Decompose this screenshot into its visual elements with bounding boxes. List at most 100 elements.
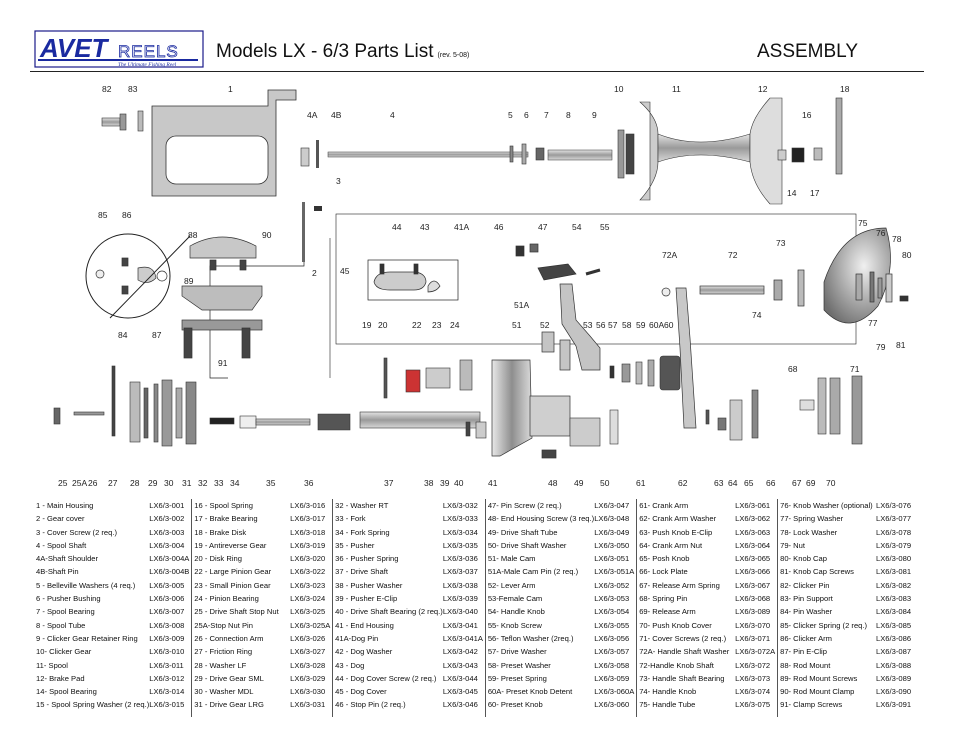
part-code: LX6/3-004: [149, 540, 185, 550]
part-code: LX6/3-040: [442, 607, 478, 617]
callout-number: 81: [896, 340, 906, 350]
part-name: 34 - Fork Spring: [335, 527, 390, 537]
callout-number: 87: [152, 330, 162, 340]
part-code: LX6/3-036: [442, 554, 478, 564]
callout-number: 51: [512, 320, 522, 330]
part-code: LX6/3-027: [290, 647, 326, 657]
part-code: LX6/3-035: [442, 540, 478, 550]
callout-number: 41A: [454, 222, 469, 232]
part-name: 11- Spool: [36, 660, 68, 670]
part-code: LX6/3-063: [735, 527, 771, 537]
part-name: 32 - Washer RT: [335, 501, 389, 510]
part-name: 43 - Dog: [335, 660, 365, 670]
part-name: 36 - Pusher Spring: [335, 554, 399, 564]
part-code: LX6/3-068: [735, 594, 771, 604]
part-code: LX6/3-084: [876, 607, 912, 617]
column-divider: [777, 499, 779, 717]
callout-number: 23: [432, 320, 442, 330]
callout-number: 24: [450, 320, 460, 330]
callout-number: 54: [572, 222, 582, 232]
part-name: 90- Rod Mount Clamp: [780, 687, 855, 697]
part-code: LX6/3-060A: [594, 687, 635, 697]
svg-text:REELS: REELS: [118, 42, 179, 61]
part-code: LX6/3-044: [442, 673, 478, 683]
part-code: LX6/3-080: [876, 554, 912, 564]
part-row: 32 - Washer RT LX6/3-032: [335, 499, 483, 512]
part-name: 72A- Handle Shaft Washer: [639, 647, 730, 657]
part-code: LX6/3-082: [876, 580, 912, 590]
callout-number: 60A: [649, 320, 664, 330]
part-code: LX6/3-015: [149, 700, 185, 710]
part-row: 5 - Belleville Washers (4 req.)LX6/3-005: [36, 579, 189, 592]
part-code: LX6/3-031: [290, 700, 326, 710]
part-code: LX6/3-010: [149, 647, 185, 657]
belleville-washers-part: [509, 143, 545, 165]
callout-number: 63: [714, 478, 724, 488]
callout-number: 49: [574, 478, 584, 488]
lever-arm-part: [541, 283, 601, 371]
callout-number: 4B: [331, 110, 342, 120]
part-row: 28 - Washer LF LX6/3-028: [194, 659, 330, 672]
svg-text:The Ultimate Fishing Reel: The Ultimate Fishing Reel: [118, 62, 177, 68]
part-name: 8 - Spool Tube: [36, 620, 86, 630]
callout-number: 31: [182, 478, 192, 488]
part-name: 7 - Spool Bearing: [36, 607, 95, 617]
part-name: 80- Knob Cap: [780, 554, 827, 564]
part-name: 28 - Washer LF: [194, 660, 247, 670]
part-name: 22 - Large Pinion Gear: [194, 567, 272, 577]
callout-number: 50: [600, 478, 610, 488]
main-housing-part: [151, 89, 297, 197]
part-code: LX6/3-051A: [594, 567, 635, 577]
end-housing-part: [491, 359, 571, 459]
callout-number: 46: [494, 222, 504, 232]
part-name: 61- Crank Arm: [639, 501, 689, 510]
part-name: 51A-Male Cam Pin (2 req.): [487, 567, 579, 577]
part-name: 60- Preset Knob: [487, 700, 543, 710]
part-name: 51- Male Cam: [487, 554, 536, 564]
part-name: 24 - Pinion Bearing: [194, 594, 259, 604]
handle-knob-part: [515, 243, 601, 281]
part-name: 26 - Connection Arm: [194, 633, 264, 643]
part-code: LX6/3-004A: [149, 554, 190, 564]
callout-number: 53: [583, 320, 593, 330]
part-name: 69- Release Arm: [639, 607, 696, 617]
part-row: 76- Knob Washer (optional)LX6/3-076: [780, 499, 916, 512]
part-code: LX6/3-055: [594, 620, 630, 630]
part-code: LX6/3-046: [442, 700, 478, 710]
shaft-pin-part: [316, 140, 319, 168]
part-name: 91- Clamp Screws: [780, 700, 843, 710]
callout-number: 74: [752, 310, 762, 320]
part-code: LX6/3-072: [735, 660, 771, 670]
part-code: LX6/3-009: [149, 633, 185, 643]
part-code: LX6/3-016: [290, 501, 326, 510]
callout-number: 48: [548, 478, 558, 488]
callout-number: 91: [218, 358, 228, 368]
part-code: LX6/3-065: [735, 554, 771, 564]
part-code: LX6/3-032: [442, 501, 478, 510]
part-code: LX6/3-028: [290, 660, 326, 670]
part-code: LX6/3-064: [735, 540, 771, 550]
part-name: 48- End Housing Screw (3 req.): [487, 514, 595, 524]
callout-number: 90: [262, 230, 272, 240]
callout-number: 77: [868, 318, 878, 328]
part-code: LX6/3-018: [290, 527, 326, 537]
callout-number: 65: [744, 478, 754, 488]
part-code: LX6/3-023: [290, 580, 326, 590]
part-code: LX6/3-074: [735, 687, 771, 697]
